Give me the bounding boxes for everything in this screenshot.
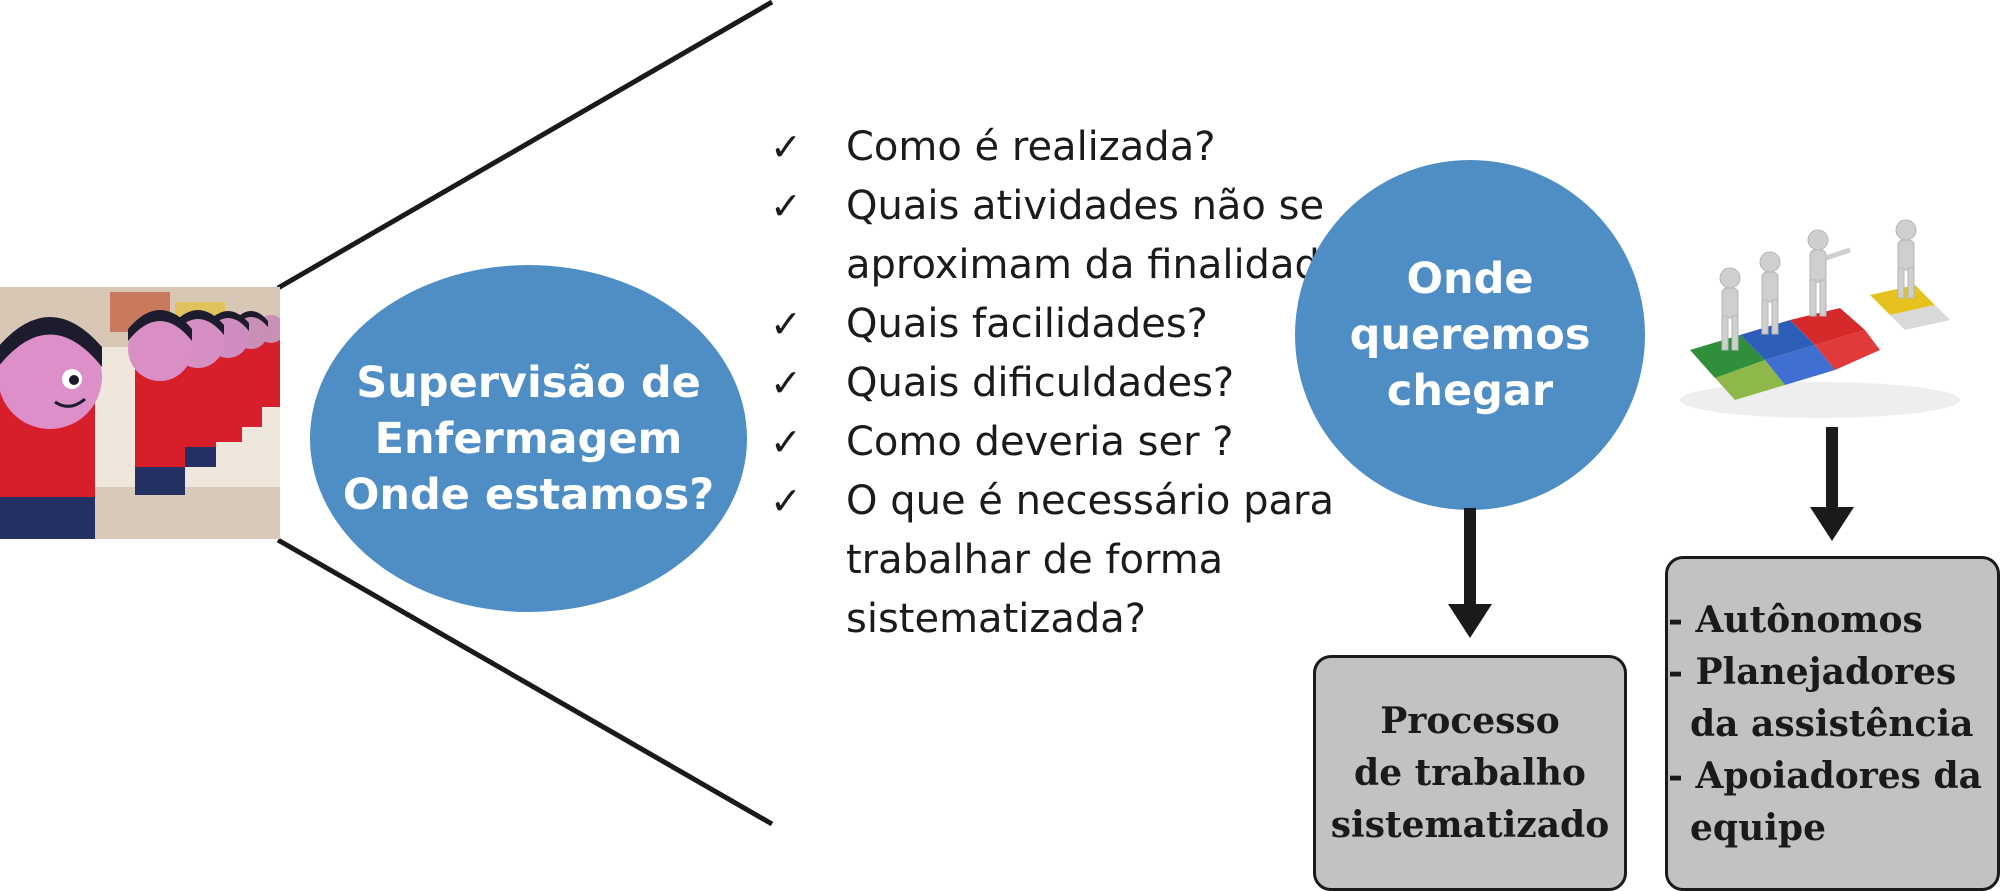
- question-item: ✓ O que é necessário para trabalhar de fo…: [770, 472, 1366, 649]
- lower-connector-line: [276, 537, 774, 827]
- arrow-down-icon: [1810, 507, 1854, 541]
- where-are-we-circle: Supervisão de Enfermagem Onde estamos?: [310, 265, 747, 612]
- checkmark-icon: ✓: [770, 184, 802, 228]
- process-line1: Processo: [1380, 700, 1560, 742]
- checkmark-icon: ✓: [770, 125, 802, 169]
- roles-box: - Autônomos - Planejadores da assistênci…: [1665, 556, 2000, 891]
- dolls-photo: [0, 287, 280, 539]
- question-item: ✓ Como é realizada?: [770, 118, 1366, 177]
- arrow-down-shaft-2: [1826, 427, 1838, 511]
- checkmark-icon: ✓: [770, 420, 802, 464]
- right-circle-line3: chegar: [1386, 366, 1554, 416]
- question-text: Quais facilidades?: [846, 301, 1208, 347]
- upper-connector-line: [276, 0, 774, 291]
- left-circle-line1: Supervisão de: [356, 357, 701, 408]
- question-text: O que é necessário para trabalhar de for…: [846, 478, 1334, 642]
- question-item: ✓ Quais dificuldades?: [770, 354, 1366, 413]
- question-text: Como é realizada?: [846, 124, 1216, 170]
- right-circle-line1: Onde: [1406, 254, 1534, 304]
- role-item: - Autônomos: [1668, 598, 1923, 641]
- checkmark-icon: ✓: [770, 302, 802, 346]
- arrow-down-shaft-1: [1464, 508, 1476, 608]
- question-text: Quais dificuldades?: [846, 360, 1235, 406]
- arrow-down-icon: [1448, 604, 1492, 638]
- questions-checklist: ✓ Como é realizada? ✓ Quais atividades não…: [770, 118, 1366, 649]
- question-item: ✓ Quais facilidades?: [770, 295, 1366, 354]
- roles-list: - Autônomos - Planejadores da assistênci…: [1668, 594, 1997, 854]
- process-line3: sistematizado: [1330, 804, 1610, 846]
- question-text: Como deveria ser ?: [846, 419, 1234, 465]
- checkmark-icon: ✓: [770, 479, 802, 523]
- process-box: Processo de trabalho sistematizado: [1313, 655, 1627, 891]
- where-we-want-circle: Onde queremos chegar: [1295, 160, 1645, 510]
- puzzle-people-image: [1670, 200, 1970, 430]
- right-circle-line2: queremos: [1349, 310, 1591, 360]
- question-item: ✓ Quais atividades não se aproximam da fi…: [770, 177, 1366, 295]
- left-circle-line3: Onde estamos?: [342, 469, 715, 520]
- role-item: - Planejadores da assistência: [1668, 650, 1974, 745]
- process-line2: de trabalho: [1354, 752, 1586, 794]
- role-item: - Apoiadores da equipe: [1668, 754, 1982, 849]
- left-circle-line2: Enfermagem: [374, 413, 683, 464]
- checkmark-icon: ✓: [770, 361, 802, 405]
- question-text: Quais atividades não se aproximam da fin…: [846, 183, 1366, 288]
- question-item: ✓ Como deveria ser ?: [770, 413, 1366, 472]
